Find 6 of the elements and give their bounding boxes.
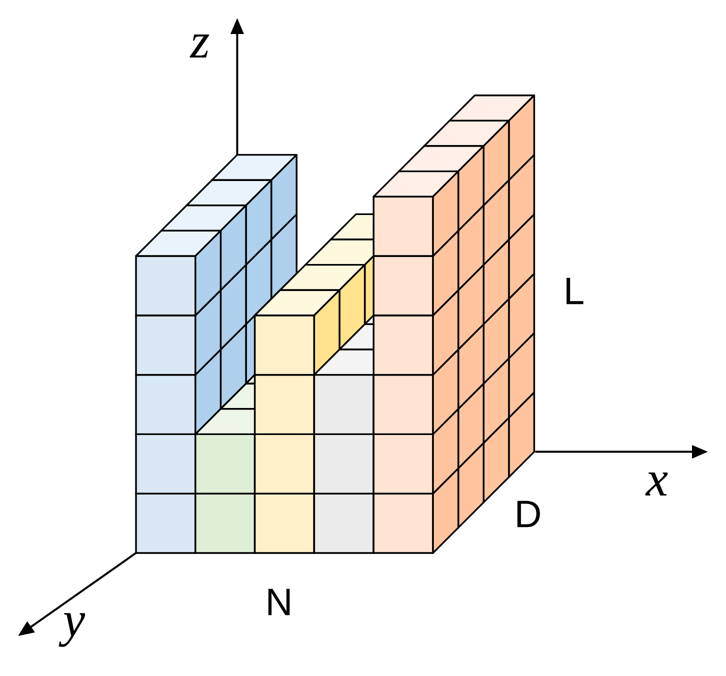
axis-label: y	[58, 613, 86, 647]
dimension-label: L	[566, 278, 584, 304]
axis-label: x	[645, 472, 668, 496]
axis-label: z	[190, 34, 210, 58]
dimension-label: N	[268, 588, 290, 616]
dimension-label: D	[517, 500, 540, 528]
